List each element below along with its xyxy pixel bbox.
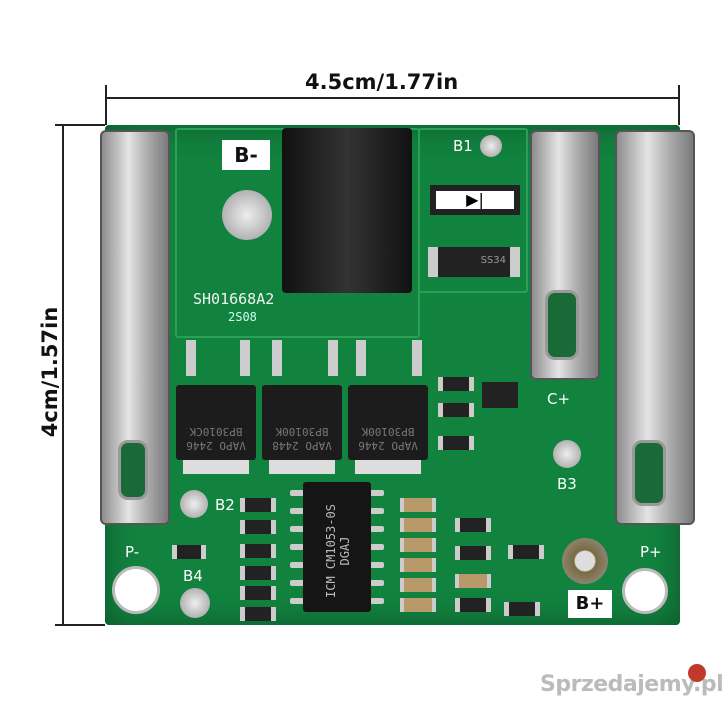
watermark-dot-icon <box>688 664 706 682</box>
b4-pad <box>180 588 210 618</box>
mosfet-tab <box>269 460 335 474</box>
b2-label: B2 <box>215 496 235 514</box>
p-minus-hole <box>112 566 160 614</box>
resistor <box>455 546 491 560</box>
b2-pad <box>180 490 208 518</box>
resistor <box>240 498 276 512</box>
clip-slot <box>545 290 579 360</box>
mosfet-code: VAPO 2446 <box>358 439 418 452</box>
p-plus-hole <box>622 568 668 614</box>
capacitor <box>400 598 436 612</box>
trace <box>418 128 528 293</box>
resistor <box>240 607 276 621</box>
mosfet-pin <box>186 340 196 376</box>
b4-label: B4 <box>183 567 203 585</box>
capacitor <box>400 578 436 592</box>
width-tick-right <box>678 85 680 125</box>
ic-pin <box>290 580 304 586</box>
b3-label: B3 <box>557 475 577 493</box>
mosfet-pin <box>356 340 366 376</box>
mosfet-pin <box>412 340 422 376</box>
ic-brand: ICM <box>324 576 338 598</box>
ic-pin <box>370 598 384 604</box>
resistor <box>455 518 491 532</box>
clip-slot <box>632 440 666 506</box>
clip-slot <box>118 440 148 500</box>
b-minus-pad <box>222 190 272 240</box>
b-plus-pad <box>562 538 608 584</box>
resistor <box>438 377 474 391</box>
resistor <box>455 598 491 612</box>
resistor <box>172 545 206 559</box>
battery-clip-left <box>100 130 170 525</box>
mosfet-part: BP30100K <box>361 425 415 438</box>
p-plus-label: P+ <box>640 543 662 561</box>
resistor <box>438 403 474 417</box>
resistor <box>438 436 474 450</box>
ic-pin <box>290 490 304 496</box>
date-code: 2S08 <box>228 310 257 324</box>
ic-code: DGAJ <box>338 536 352 566</box>
capacitor <box>400 538 436 552</box>
mosfet-part: BP30100K <box>275 425 329 438</box>
mosfet-tab <box>355 460 421 474</box>
width-label: 4.5cm/1.77in <box>305 70 459 94</box>
capacitor <box>400 558 436 572</box>
b-minus-label: B- <box>222 140 270 170</box>
capacitor <box>455 574 491 588</box>
resistor <box>240 586 276 600</box>
b1-label: B1 <box>453 137 473 155</box>
width-tick-left <box>105 85 107 125</box>
ic-pin <box>370 508 384 514</box>
mosfet-code: VAPO 2448 <box>272 439 332 452</box>
transistor <box>482 382 518 408</box>
ic-pin <box>290 598 304 604</box>
height-tick-bottom <box>55 624 105 626</box>
ic-pin <box>370 490 384 496</box>
b1-pad <box>480 135 502 157</box>
c-plus-label: C+ <box>547 390 571 408</box>
diode-arrow: ▶| <box>430 185 520 215</box>
dc-connector <box>282 128 412 293</box>
width-dimension-line <box>105 97 680 99</box>
mosfet-pin <box>272 340 282 376</box>
ss34-diode: SS34 <box>428 247 520 277</box>
ic-pin <box>370 526 384 532</box>
b-plus-label: B+ <box>568 590 612 618</box>
resistor <box>240 520 276 534</box>
ic-pin <box>370 544 384 550</box>
p-minus-label: P- <box>125 543 140 561</box>
resistor <box>504 602 540 616</box>
control-ic: ICM CM1053-0S DGAJ <box>303 482 371 612</box>
ic-pin <box>370 562 384 568</box>
capacitor <box>400 498 436 512</box>
resistor <box>240 566 276 580</box>
mosfet-tab <box>183 460 249 474</box>
ic-pin <box>370 580 384 586</box>
ic-pin <box>290 526 304 532</box>
mosfet-code: VAPO 2446 <box>186 439 246 452</box>
ic-pin <box>290 562 304 568</box>
ic-pin <box>290 544 304 550</box>
height-label: 4cm/1.57in <box>38 306 62 438</box>
resistor <box>240 544 276 558</box>
board-id: SH01668A2 <box>193 290 275 308</box>
ic-pin <box>290 508 304 514</box>
mosfet-pin <box>328 340 338 376</box>
mosfet-part: BP3010CK <box>189 425 243 438</box>
height-tick-top <box>55 124 105 126</box>
resistor <box>508 545 544 559</box>
b3-pad <box>553 440 581 468</box>
capacitor <box>400 518 436 532</box>
mosfet-pin <box>240 340 250 376</box>
ic-part: CM1053-0S <box>324 504 338 570</box>
height-dimension-line <box>62 125 64 625</box>
